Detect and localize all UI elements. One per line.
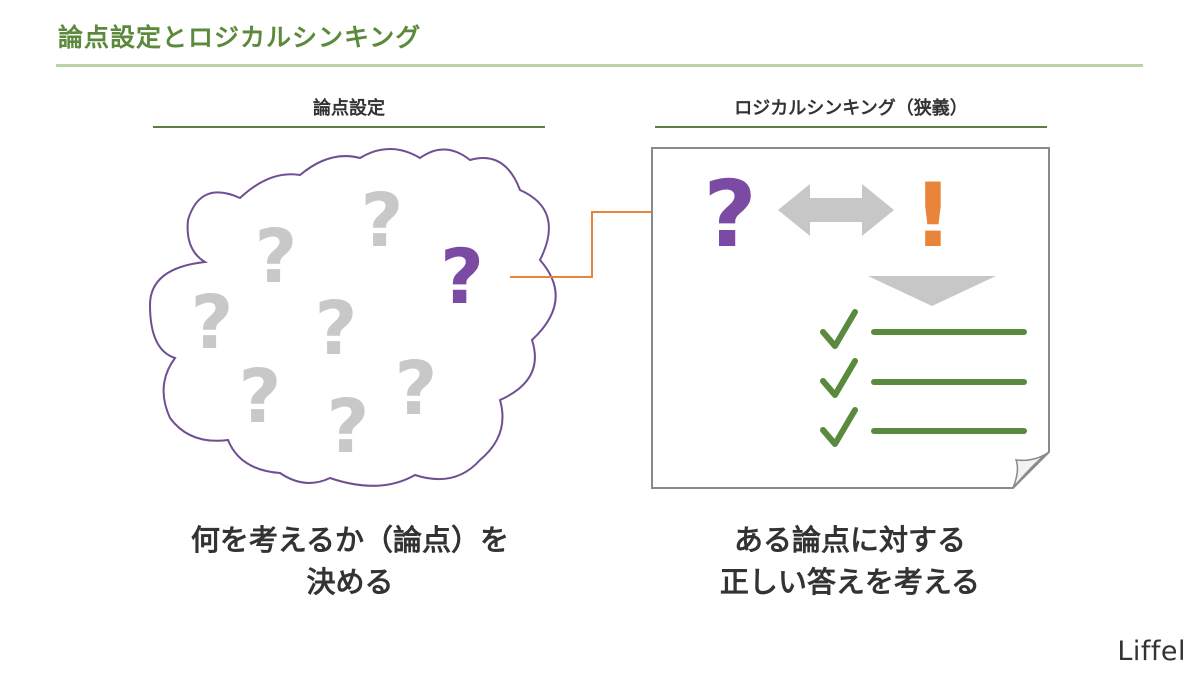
section-title-right: ロジカルシンキング（狭義） (734, 98, 968, 119)
brand-logo: Liffel (1117, 636, 1186, 667)
section-rule-right (655, 126, 1047, 128)
exclamation-mark: ! (913, 164, 953, 267)
check-icon (820, 407, 858, 447)
page-title: 論点設定とロジカルシンキング (58, 23, 422, 52)
caption-left-line-2: 決める (306, 565, 394, 599)
question-mark-gray: ? (361, 178, 404, 264)
caption-left-line-1: 何を考えるか（論点）を (190, 523, 510, 557)
section-rule-left (153, 126, 545, 128)
check-icon (820, 358, 858, 398)
caption-right-line-1: ある論点に対する (733, 523, 966, 557)
down-arrow (868, 276, 996, 306)
thought-cloud (148, 148, 557, 487)
connector-arrow (510, 211, 662, 278)
caption-right-line-2: 正しい答えを考える (719, 565, 981, 599)
check-icon (820, 309, 858, 349)
page-curl (1012, 451, 1050, 489)
question-mark-purple-large: ? (703, 161, 756, 268)
question-mark-gray: ? (327, 384, 370, 470)
question-mark-gray: ? (239, 354, 282, 440)
question-mark-gray: ? (315, 286, 358, 372)
question-mark-gray: ? (255, 214, 298, 300)
question-mark-purple: ? (440, 232, 484, 321)
double-arrow (778, 184, 894, 236)
question-mark-gray: ? (191, 280, 234, 366)
section-title-left: 論点設定 (313, 98, 385, 119)
title-divider (56, 64, 1143, 67)
question-mark-gray: ? (395, 346, 438, 432)
